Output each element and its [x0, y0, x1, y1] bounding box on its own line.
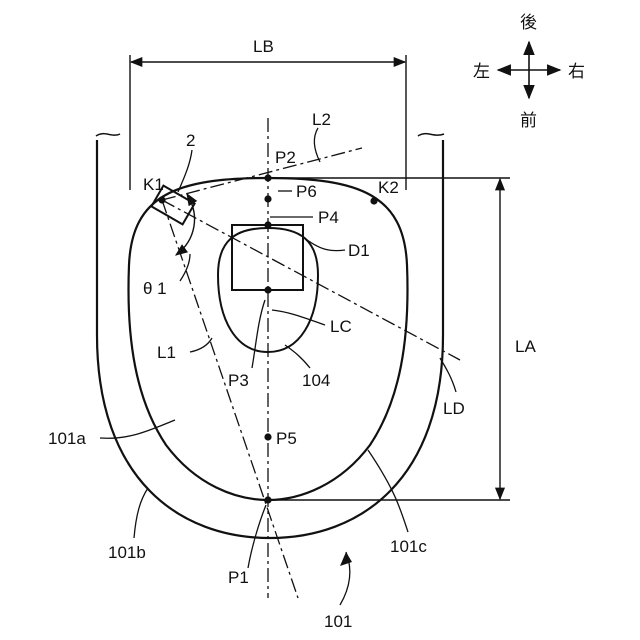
- label-lc: LC: [330, 317, 352, 336]
- point-p5: [264, 433, 271, 440]
- leader-l2: [314, 128, 320, 162]
- theta-arc: [176, 194, 195, 255]
- label-104: 104: [302, 371, 330, 390]
- leader-104: [285, 345, 310, 368]
- arrow-101: [340, 552, 352, 566]
- label-p4: P4: [318, 208, 339, 227]
- break-mark-right: [418, 134, 444, 136]
- label-p5: P5: [276, 429, 297, 448]
- compass-back: 後: [520, 13, 537, 33]
- label-l1: L1: [157, 343, 176, 362]
- point-p4: [264, 221, 271, 228]
- leader-101c: [368, 450, 408, 532]
- line-l2: [162, 148, 362, 200]
- label-theta: θ 1: [143, 279, 167, 298]
- point-p6: [264, 195, 271, 202]
- leader-ld: [440, 358, 456, 392]
- label-p6: P6: [296, 182, 317, 201]
- label-101a: 101a: [48, 429, 86, 448]
- compass-left: 左: [473, 62, 490, 82]
- leader-lc: [272, 310, 325, 325]
- leader-101b: [134, 488, 148, 538]
- point-p3: [264, 286, 271, 293]
- label-k1: K1: [143, 175, 164, 194]
- label-p1: P1: [228, 568, 249, 587]
- label-lb: LB: [253, 37, 274, 56]
- compass-front: 前: [520, 111, 537, 131]
- point-k2: [370, 197, 377, 204]
- direction-compass: [498, 42, 560, 98]
- label-l2: L2: [312, 110, 331, 129]
- label-101: 101: [324, 612, 352, 631]
- label-p2: P2: [275, 148, 296, 167]
- label-p3: P3: [228, 371, 249, 390]
- point-p2: [264, 174, 271, 181]
- line-l1: [162, 200, 298, 598]
- point-p1: [264, 496, 271, 503]
- break-mark-left: [96, 134, 120, 136]
- compass-right: 右: [568, 62, 585, 82]
- label-k2: K2: [378, 178, 399, 197]
- label-2: 2: [186, 131, 195, 150]
- leader-l1: [190, 338, 212, 352]
- leader-p3: [252, 300, 265, 368]
- label-101b: 101b: [108, 543, 146, 562]
- label-d1: D1: [348, 241, 370, 260]
- label-ld: LD: [443, 399, 465, 418]
- label-la: LA: [515, 337, 536, 356]
- label-101c: 101c: [390, 537, 427, 556]
- point-k1: [158, 196, 165, 203]
- line-ld: [162, 200, 460, 360]
